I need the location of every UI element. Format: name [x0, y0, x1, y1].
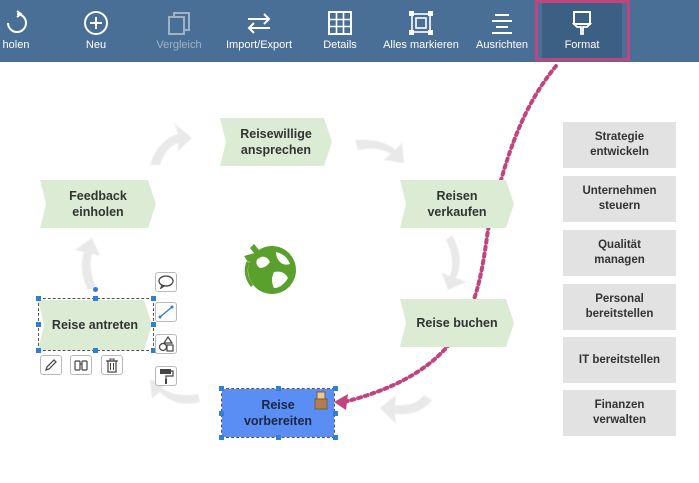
step-label: Reise buchen	[416, 315, 498, 330]
binoculars-icon	[74, 360, 88, 371]
resize-handle[interactable]	[93, 348, 98, 353]
resize-handle[interactable]	[333, 386, 338, 391]
resize-handle[interactable]	[151, 348, 156, 353]
toolbar-label: Import/Export	[225, 39, 293, 51]
toolbar-label: Neu	[85, 39, 107, 51]
toolbar-label: holen	[2, 39, 30, 51]
side-box-label: Strategie entwickeln	[590, 131, 649, 158]
side-box-personal[interactable]: Personal bereitstellen	[563, 284, 676, 330]
side-box-label: Unternehmen steuern	[582, 185, 657, 212]
side-box-label: IT bereitstellen	[578, 353, 661, 366]
toolbar-button-ausrichten[interactable]: Ausrichten	[472, 0, 532, 62]
globe-plane-icon	[244, 244, 296, 294]
side-box-qualitaet[interactable]: Qualität managen	[563, 230, 676, 276]
plus-circle-icon	[84, 11, 108, 35]
step-reise-vorbereiten[interactable]: Reise vorbereiten	[222, 389, 334, 437]
format-pointer-line	[342, 64, 558, 404]
toolbar-button-einholen[interactable]: holen	[0, 0, 40, 62]
change-shape-button[interactable]	[155, 334, 177, 354]
step-shape	[38, 300, 152, 350]
edit-button[interactable]	[40, 355, 62, 375]
side-box-finanzen[interactable]: Finanzen verwalten	[563, 390, 676, 436]
step-label: Reise antreten	[51, 317, 139, 332]
search-button[interactable]	[70, 355, 92, 375]
format-highlight-frame	[535, 0, 630, 61]
format-pointer-arrowhead	[334, 394, 348, 410]
side-box-unternehmen[interactable]: Unternehmen steuern	[563, 176, 676, 222]
selection-frame-reise-antreten	[38, 298, 154, 351]
toolbar: holen Neu Vergleich Import/Export De	[0, 0, 699, 62]
resize-handle[interactable]	[36, 322, 41, 327]
toolbar-label: Details	[323, 39, 357, 51]
cycle-arrow-left	[73, 237, 101, 291]
step-reise-buchen[interactable]: Reise buchen	[400, 299, 514, 347]
toolbar-button-vergleich[interactable]: Vergleich	[148, 0, 210, 62]
toolbar-button-details[interactable]: Details	[315, 0, 365, 62]
step-shape	[400, 180, 514, 228]
side-box-strategie[interactable]: Strategie entwickeln	[563, 122, 676, 168]
align-icon	[492, 14, 512, 34]
resize-handle[interactable]	[36, 348, 41, 353]
step-reisen-verkaufen[interactable]: Reisen verkaufen	[400, 180, 514, 228]
toolbar-button-format[interactable]: Format	[542, 2, 622, 60]
shapes-icon	[158, 336, 174, 352]
resize-handle[interactable]	[151, 322, 156, 327]
resize-handle[interactable]	[276, 386, 281, 391]
toolbar-button-import-export[interactable]: Import/Export	[220, 0, 298, 62]
connector-icon	[158, 305, 174, 319]
refresh-icon	[7, 10, 27, 33]
cycle-arrow-top-left	[149, 122, 193, 166]
delete-button[interactable]	[101, 355, 123, 375]
details-grid-icon	[328, 11, 352, 35]
toolbar-label: Format	[564, 39, 600, 51]
resize-handle[interactable]	[219, 386, 224, 391]
step-shape	[40, 180, 156, 228]
toolbar-label: Vergleich	[156, 39, 202, 51]
resize-handle[interactable]	[333, 411, 338, 416]
cycle-arrow-bottom-right	[379, 393, 433, 426]
resize-handle[interactable]	[219, 435, 224, 440]
step-label: Reise vorbereiten	[243, 397, 313, 428]
step-label: Reisen verkaufen	[427, 188, 487, 219]
step-label: Reisewillige ansprechen	[240, 126, 312, 157]
step-shape	[400, 299, 514, 347]
toolbar-label: Ausrichten	[476, 39, 528, 51]
format-painter-button[interactable]	[155, 366, 177, 386]
import-export-icon	[247, 13, 271, 34]
rotate-handle[interactable]	[93, 287, 98, 292]
resize-handle[interactable]	[151, 296, 156, 301]
paint-roller-icon	[160, 369, 174, 384]
pencil-icon	[45, 359, 57, 371]
step-shape	[220, 118, 332, 166]
side-box-it[interactable]: IT bereitstellen	[563, 337, 676, 383]
format-brush-icon	[571, 11, 593, 35]
resize-handle[interactable]	[36, 296, 41, 301]
comment-icon	[158, 275, 174, 289]
cycle-arrow-top-right	[354, 139, 405, 164]
trash-icon	[106, 358, 118, 373]
resize-handle[interactable]	[276, 435, 281, 440]
cycle-arrow-right	[441, 234, 468, 291]
side-box-label: Qualität managen	[594, 239, 645, 266]
toolbar-button-alles-markieren[interactable]: Alles markieren	[378, 0, 464, 62]
resize-handle[interactable]	[93, 296, 98, 301]
compare-icon	[168, 12, 190, 35]
side-box-label: Finanzen verwalten	[592, 399, 647, 426]
add-comment-button[interactable]	[155, 272, 177, 292]
add-connector-button[interactable]	[155, 302, 177, 322]
step-label: Feedback einholen	[69, 188, 127, 219]
step-feedback-einholen[interactable]: Feedback einholen	[40, 180, 156, 228]
side-box-label: Personal bereitstellen	[585, 293, 654, 320]
resize-handle[interactable]	[333, 435, 338, 440]
toolbar-button-neu[interactable]: Neu	[70, 0, 122, 62]
select-all-icon	[409, 11, 433, 35]
step-reise-antreten[interactable]: Reise antreten	[38, 300, 152, 350]
toolbar-label: Alles markieren	[383, 39, 459, 51]
step-reisewillige-ansprechen[interactable]: Reisewillige ansprechen	[220, 118, 332, 166]
resize-handle[interactable]	[219, 411, 224, 416]
format-brush-icon	[314, 391, 328, 410]
